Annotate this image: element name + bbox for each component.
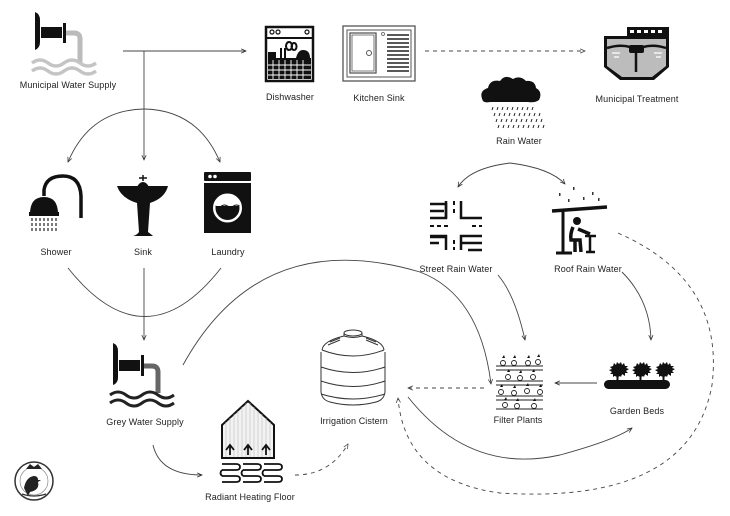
edge-cistern-to-garden [407,396,632,460]
edge-radiant-to-cistern-dashed [294,444,348,476]
rain-cloud-icon[interactable] [481,76,545,129]
faucet-icon[interactable] [30,12,98,76]
treatment-plant-icon[interactable] [604,27,669,80]
label-kitchen-sink: Kitchen Sink [353,93,405,103]
label-municipal-treatment: Municipal Treatment [595,94,679,104]
rain-drops [491,106,545,129]
edge-municipal-to-shower [68,108,145,162]
label-radiant-heating-floor: Radiant Heating Floor [205,492,295,502]
house-hatching [225,403,271,457]
flower-bed-icon[interactable] [604,362,675,389]
dishwasher-icon[interactable] [264,25,315,83]
filter-plants-icon[interactable] [496,354,543,410]
shower-water [31,218,57,231]
edge-shower-laundry-to-grey [67,267,222,317]
water-tank-icon[interactable] [320,329,386,406]
radiant-floor-icon[interactable] [219,399,283,483]
flowers [609,362,675,381]
label-irrigation-cistern: Irrigation Cistern [320,416,388,426]
label-filter-plants: Filter Plants [493,415,543,425]
kitchen-sink-icon[interactable] [342,25,416,82]
label-shower: Shower [40,247,72,257]
edge-roof-to-cistern-dashed [398,232,714,495]
edge-rain-to-roof [509,162,565,184]
seal-logo-icon [14,461,54,501]
label-garden-beds: Garden Beds [609,406,665,416]
grey-water-faucet-icon[interactable] [109,343,175,408]
label-roof-rain-water: Roof Rain Water [554,264,622,274]
edge-grey-to-filter [182,259,491,384]
edge-grey-to-radiant [152,444,202,475]
edge-roof-to-garden [621,271,651,340]
washing-machine-icon[interactable] [204,172,251,233]
edge-street-to-filter [497,274,525,340]
label-municipal-water-supply: Municipal Water Supply [19,80,117,90]
heating-coils [219,463,283,483]
label-rain-water: Rain Water [496,136,542,146]
label-sink: Sink [134,247,152,257]
street-intersection-icon[interactable] [430,201,482,252]
label-dishwasher: Dishwasher [265,92,315,102]
label-street-rain-water: Street Rain Water [419,264,493,274]
label-laundry: Laundry [211,247,245,257]
edges [67,51,714,495]
edge-municipal-to-laundry [143,108,220,162]
pedestal-sink-icon[interactable] [117,175,168,236]
edge-rain-to-street [458,162,511,187]
label-grey-water-supply: Grey Water Supply [106,417,184,427]
shower-icon[interactable] [29,174,83,231]
roof-shelter-icon[interactable] [551,187,608,255]
roof-rain-drops [559,187,600,202]
plant-leaves [500,354,542,401]
